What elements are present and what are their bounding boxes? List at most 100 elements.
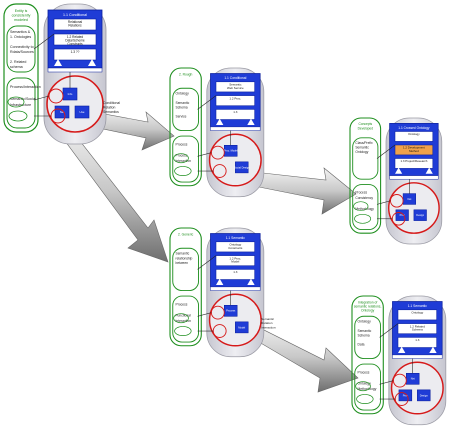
process-node-label: Social Design	[234, 165, 250, 169]
process-node-label: Proc. Model	[224, 149, 238, 153]
process-node-label: Proc	[400, 214, 406, 217]
flow-arrows	[53, 107, 359, 393]
blue-info-box	[215, 81, 255, 93]
blue-info-box	[215, 109, 255, 120]
green-column-outline	[3, 3, 39, 133]
process-node-label: Net	[407, 198, 411, 201]
green-column-outline	[351, 295, 384, 415]
blue-footer-bar	[210, 126, 261, 131]
green-column: ConceptsDevelopedClass/PrefixSemanticOnt…	[349, 117, 382, 234]
green-bubble	[355, 381, 371, 392]
blue-box-text: 1.2 Development	[403, 146, 425, 150]
process-node-label: Process	[226, 309, 236, 313]
red-subcircle	[212, 324, 227, 338]
connector-line	[376, 144, 396, 159]
blue-info-box	[397, 309, 437, 321]
process-node-label: Design	[420, 393, 429, 397]
blue-box-text: 1.3 ??	[71, 50, 80, 54]
connector-line	[197, 95, 217, 110]
blue-info-box	[394, 158, 434, 169]
green-top-text: Semantic	[358, 329, 372, 333]
blue-box-text: Semantic	[229, 82, 242, 86]
process-node-label: Model	[238, 325, 245, 329]
process-node	[417, 389, 431, 402]
green-bottom-text: Process	[176, 302, 188, 306]
green-top-group	[6, 25, 36, 73]
red-circle	[387, 182, 440, 234]
blue-info-box	[215, 241, 255, 253]
triangle-marker	[429, 346, 437, 354]
green-bottom-text: Functional	[176, 313, 191, 317]
green-bottom-text: Methodology	[355, 207, 374, 211]
blue-box-text: 1.2 Related	[410, 324, 425, 328]
green-bubble	[356, 394, 374, 405]
process-node	[235, 161, 249, 174]
green-top-text: Class/Prefix	[355, 141, 373, 145]
blue-box-text: Data/Scheme	[65, 39, 85, 43]
connector-line	[376, 200, 391, 205]
green-column: 2. RoughOntologySemanticSchemaServicePro…	[169, 67, 202, 187]
green-top-text: Rdata/Sources	[10, 50, 34, 54]
triangle-marker	[216, 278, 224, 286]
panel-p2: 2. RoughOntologySemanticSchemaServicePro…	[169, 67, 265, 198]
green-header-text: modeled	[14, 18, 28, 22]
green-top-group	[354, 315, 381, 360]
process-node-label: Net	[60, 110, 65, 114]
green-column-outline	[169, 67, 202, 187]
blue-box-text: 1.2 Related	[67, 35, 84, 39]
side-note-text: Relation	[103, 106, 116, 110]
blue-info-box	[215, 95, 255, 106]
green-top-text: between	[176, 261, 189, 265]
green-header-text: Concepts	[358, 122, 372, 126]
process-node	[413, 209, 427, 221]
process-node	[235, 321, 249, 334]
green-bubble	[354, 213, 372, 224]
green-top-text: Schema	[358, 333, 370, 337]
process-node	[398, 389, 413, 402]
blue-info-box	[394, 131, 434, 142]
green-bottom-text: Process	[358, 370, 370, 374]
blue-title: 1.1 Conditional	[224, 76, 246, 80]
green-top-text: schema	[10, 65, 23, 69]
green-bottom-text: Methodology	[358, 387, 377, 391]
blue-footer-bar	[47, 67, 103, 73]
blue-box-text: Constructs	[67, 42, 83, 46]
green-bottom-text: Consistency	[355, 196, 373, 200]
blue-info-box	[215, 269, 255, 280]
green-bottom-group	[354, 363, 381, 411]
process-node-label: Info	[68, 92, 73, 96]
side-note-text: Semantic	[261, 317, 274, 321]
green-top-text: Semantic	[176, 252, 190, 256]
process-node-label: Proc	[403, 393, 409, 397]
green-bottom-text: Interaction	[176, 159, 192, 163]
green-top-text: Service	[176, 115, 187, 119]
green-bottom-text: Process	[176, 142, 188, 146]
blue-info-box	[394, 144, 434, 156]
triangle-marker	[247, 278, 255, 286]
green-top-text: Connectivity to	[10, 45, 34, 49]
process-node	[74, 105, 90, 119]
side-note-text: Interaction	[261, 325, 276, 329]
panel-p3: ConceptsDevelopedClass/PrefixSemanticOnt…	[349, 117, 443, 245]
process-node-label: Design	[416, 214, 424, 217]
panel-p4: 2. GenericSemanticrelationshipbetweenPro…	[169, 227, 276, 358]
green-top-group	[352, 137, 379, 180]
blue-footer-bar	[210, 286, 261, 291]
green-bubble	[174, 166, 192, 177]
green-bottom-text: Infrastructure	[10, 103, 31, 107]
blue-box-text: Schema	[412, 328, 423, 332]
triangle-marker	[216, 118, 224, 126]
blue-box-text: 1.3	[233, 110, 237, 114]
green-bubble	[353, 201, 369, 212]
blue-info-box	[397, 323, 437, 334]
